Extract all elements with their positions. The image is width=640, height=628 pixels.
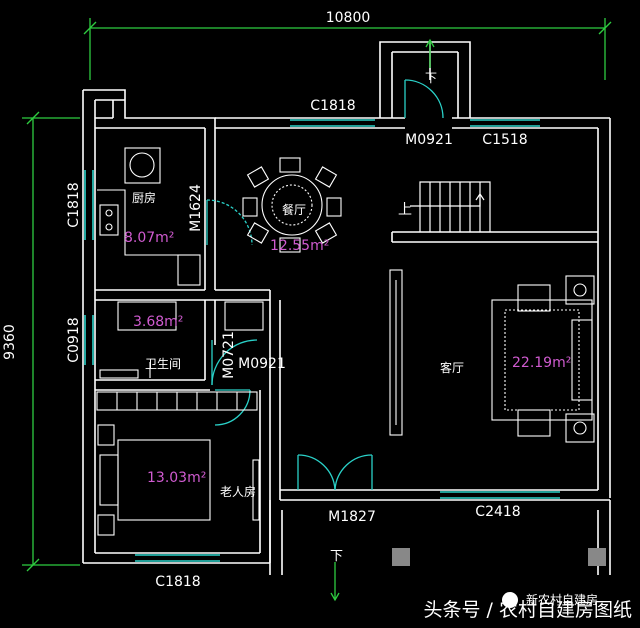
bathroom-area: 3.68m² (133, 314, 183, 330)
kitchen-area: 8.07m² (124, 230, 174, 246)
stair-up (410, 181, 491, 232)
stair-down-bottom-label: 下 (330, 549, 343, 564)
living-name: 客厅 (440, 360, 464, 375)
door-m0721-label: M0721 (221, 331, 237, 379)
porch-columns (392, 548, 606, 566)
stair-down-top-label: 下 (425, 71, 437, 85)
elder-room-area: 13.03m² (147, 470, 206, 486)
door-m0921-mid-label: M0921 (238, 356, 286, 372)
window-c1818-left-label: C1818 (66, 182, 82, 227)
door-m1827-label: M1827 (328, 509, 376, 525)
stair-up-label: 上 (398, 202, 412, 218)
stair-down-bottom (330, 562, 340, 602)
door-m0921-top-label: M0921 (405, 132, 453, 148)
windows (84, 119, 560, 562)
window-c1818-top-label: C1818 (310, 98, 355, 114)
elder-room-furniture (96, 391, 260, 536)
window-c2418-label: C2418 (475, 504, 520, 520)
overall-height-label: 9360 (2, 324, 18, 360)
stair-down-top (425, 38, 435, 68)
living-area: 22.19m² (512, 355, 571, 371)
elder-room-name: 老人房 (220, 484, 256, 499)
dimension-lines (22, 18, 612, 572)
kitchen-name: 厨房 (132, 190, 156, 205)
dining-table (242, 157, 342, 253)
window-c1518-label: C1518 (482, 132, 527, 148)
watermark-logo: 新农村自建房 (502, 592, 598, 608)
dining-area: 12.55m² (270, 238, 329, 254)
window-c0918-label: C0918 (66, 317, 82, 362)
bathroom-fixtures (99, 301, 264, 379)
walls (82, 41, 611, 575)
kitchen-fixtures (97, 147, 201, 286)
dining-name: 餐厅 (282, 202, 306, 217)
window-c1818-bottom-label: C1818 (155, 574, 200, 590)
overall-width-label: 10800 (326, 10, 371, 26)
living-furniture (389, 269, 595, 443)
door-m1624-label: M1624 (188, 184, 204, 232)
bathroom-name: 卫生间 (145, 357, 181, 371)
watermark-text: 头条号 / 农村自建房图纸 (423, 599, 632, 621)
watermark-logo-text: 新农村自建房 (526, 592, 598, 607)
